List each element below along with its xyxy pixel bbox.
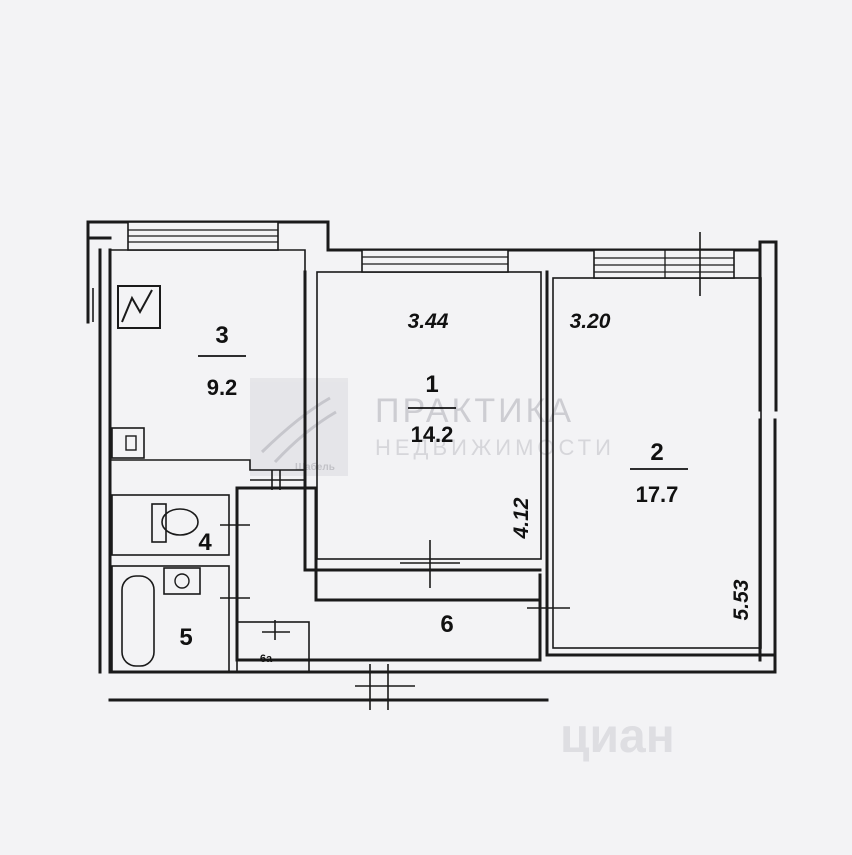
door-bath5	[220, 585, 250, 612]
window-room3	[127, 221, 279, 251]
washbasin-icon	[163, 567, 201, 595]
doors	[220, 470, 570, 710]
watermark-brand-sub: НЕДВИЖИМОСТИ	[375, 435, 615, 460]
door-room1	[400, 540, 460, 588]
watermark-logo-box	[250, 378, 348, 476]
watermark: Шабель ПРАКТИКА НЕДВИЖИМОСТИ циан	[250, 378, 675, 763]
door-entrance	[355, 664, 415, 710]
window-room2	[593, 232, 735, 296]
room-2-area: 17.7	[636, 482, 679, 507]
dimension-labels: 3.44 3.20 4.12 5.53	[408, 310, 753, 620]
room-3-area: 9.2	[207, 375, 238, 400]
room-2-width: 3.20	[570, 310, 611, 333]
door-room2	[527, 595, 570, 620]
door-bath4	[220, 510, 250, 540]
sink-icon	[111, 427, 145, 459]
bathtub-icon	[121, 575, 155, 667]
room-6-number: 6	[440, 611, 453, 638]
room-5-number: 5	[179, 624, 192, 651]
room-4-number: 4	[198, 529, 212, 556]
room-1-number: 1	[425, 371, 438, 398]
window-room1	[361, 249, 509, 273]
room-1-area: 14.2	[411, 422, 454, 447]
windows	[127, 221, 735, 296]
room-3-number: 3	[215, 322, 228, 349]
room-6a-number: 6а	[260, 653, 273, 665]
room-1-width: 3.44	[408, 310, 449, 333]
door-6a	[262, 620, 290, 640]
radiator-icon	[87, 288, 94, 322]
room-2-length: 5.53	[730, 579, 753, 620]
watermark-logo-caption: Шабель	[295, 461, 335, 473]
room-1-length: 4.12	[510, 497, 533, 539]
watermark-site: циан	[560, 710, 675, 763]
fixtures	[87, 285, 201, 667]
watermark-brand: ПРАКТИКА	[375, 392, 574, 430]
boiler-icon	[117, 285, 161, 329]
room-2-number: 2	[650, 439, 663, 466]
room-labels: 3 9.2 1 14.2 2 17.7 4 5 6 6а	[179, 322, 688, 665]
door-room3	[250, 470, 305, 490]
toilet-icon	[151, 503, 199, 543]
